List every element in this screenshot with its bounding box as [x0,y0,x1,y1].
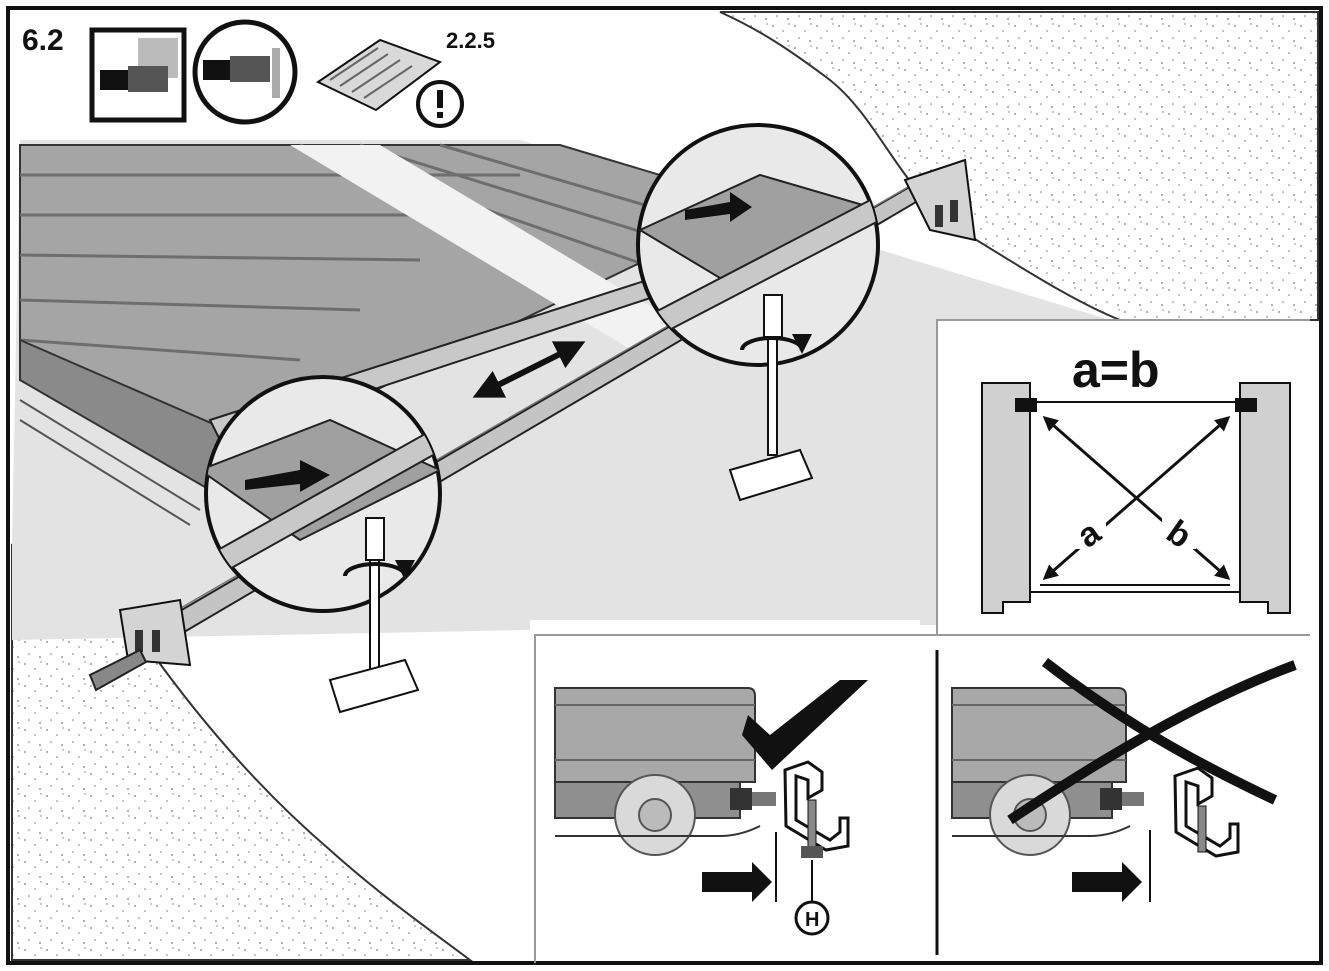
ground-anchor [88,648,148,692]
magnifier-right [636,123,880,367]
corner-bracket-left [118,598,192,667]
incorrect-fastening-detail [951,658,1297,902]
push-arrow-right [685,192,752,222]
foundation-frame-icon [89,27,187,123]
diagonal-check-panel [936,319,1310,636]
manual-warning-icon [316,38,464,128]
cross-icon-stroke-1 [1041,658,1278,805]
push-arrow-left [245,460,330,492]
rotate-arrow-left [343,559,415,580]
part-h-marker [794,900,830,936]
bracket-detail-icon [192,19,298,125]
checkmark-icon [742,680,868,770]
diagonal-a-line [1042,416,1231,580]
t-wrench-left [328,517,420,714]
part-h-label: H [805,909,819,931]
corner-bracket-right [903,158,977,242]
step-number: 6.2 [22,24,64,57]
slide-arrow-incorrect [1072,862,1142,902]
cross-icon-stroke-2 [1007,660,1297,825]
correct-fastening-detail [554,680,868,902]
adjust-double-arrow [472,341,586,398]
equation-label: a=b [1072,342,1160,398]
t-wrench-right [728,294,814,502]
manual-reference-number: 2.2.5 [446,28,495,53]
slide-arrow-correct [702,862,772,902]
rotate-arrow-right [740,333,812,354]
detail-panels-frame [534,634,1310,963]
